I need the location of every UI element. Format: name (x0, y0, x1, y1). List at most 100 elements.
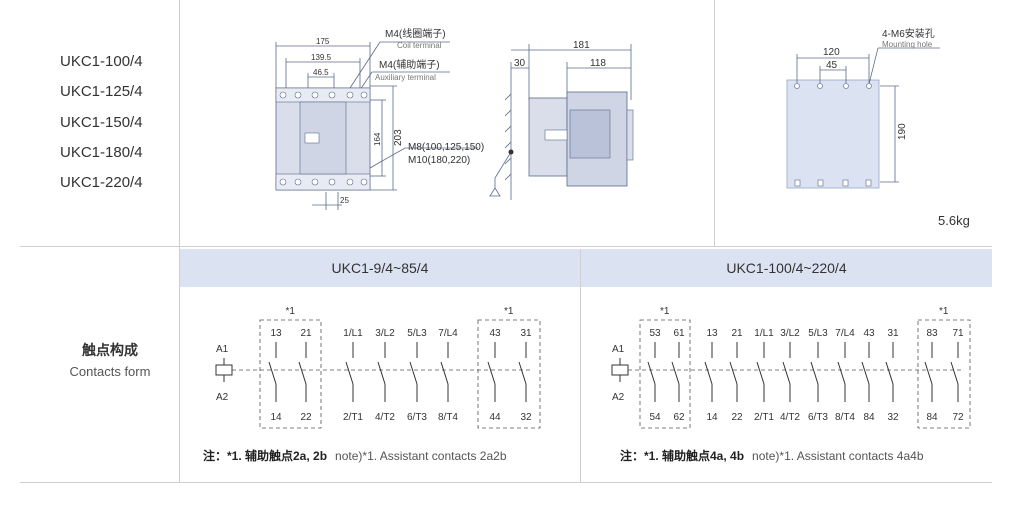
right-title-band (581, 249, 992, 287)
aux-group-marker: *1 (939, 306, 949, 317)
contact-top-label: 53 (649, 328, 661, 339)
aux-group-box (639, 319, 691, 429)
contact-top-label: 21 (300, 328, 312, 339)
contact-top-label: 3/L2 (780, 328, 800, 339)
contact-bottom-label: 4/T2 (375, 412, 395, 423)
aux-group-box (917, 319, 971, 429)
contact-bottom-label: 84 (863, 412, 875, 423)
contact-top-label: 13 (270, 328, 282, 339)
right-note-en: note)*1. Assistant contacts 4a4b (752, 449, 924, 463)
contact-bottom-label: 84 (926, 412, 938, 423)
contact-top-label: 21 (731, 328, 743, 339)
divider-mid-top (714, 0, 715, 246)
aux-terminal-cn: M4(辅助端子) (379, 58, 440, 71)
model-item: UKC1-125/4 (60, 83, 143, 101)
dim-25: 25 (340, 196, 349, 205)
hole-label-en: Mounting hole (882, 40, 933, 49)
contact-bottom-label: 4/T2 (780, 412, 800, 423)
right-note: 注：*1. 辅助触点4a, 4b note)*1. Assistant conta… (620, 447, 924, 464)
front-view-drawing: 175 139.5 46.5 25 164 203 M4(线圈端子) Coil … (275, 27, 484, 210)
contact-blade (409, 361, 418, 385)
contact-top-label: 1/L1 (754, 328, 774, 339)
coil-label-a1: A1 (216, 344, 229, 355)
divider-mid-bottom (580, 249, 581, 482)
contact-bottom-label: 22 (300, 412, 312, 423)
contact-top-label: 31 (887, 328, 899, 339)
contact-top-label: 1/L1 (343, 328, 363, 339)
contact-blade (756, 361, 765, 385)
contact-bottom-label: 54 (649, 412, 661, 423)
left-note-en: note)*1. Assistant contacts 2a2b (335, 449, 507, 463)
aux-group-marker: *1 (660, 306, 670, 317)
contact-blade (782, 361, 791, 385)
contact-blade (671, 361, 680, 385)
contact-blade (518, 361, 527, 385)
contact-bottom-label: 6/T3 (407, 412, 427, 423)
contact-bottom-label: 8/T4 (835, 412, 855, 423)
aux-group-marker: *1 (286, 306, 296, 317)
contact-bottom-label: 32 (520, 412, 532, 423)
coil-label-a2: A2 (612, 392, 625, 403)
contact-top-label: 43 (863, 328, 875, 339)
contact-blade (647, 361, 656, 385)
model-item: UKC1-150/4 (60, 113, 143, 131)
contact-bottom-label: 14 (706, 412, 718, 423)
contact-top-label: 13 (706, 328, 718, 339)
contact-top-label: 71 (952, 328, 964, 339)
contact-bottom-label: 32 (887, 412, 899, 423)
contact-blade (345, 361, 354, 385)
coil-label-a2: A2 (216, 392, 229, 403)
contact-bottom-label: 22 (731, 412, 743, 423)
left-title-band (180, 249, 580, 287)
contact-blade (440, 361, 449, 385)
right-diagram-title: UKC1-100/4~220/4 (726, 260, 847, 276)
contact-blade (729, 361, 738, 385)
contact-top-label: 3/L2 (375, 328, 395, 339)
contact-blade (377, 361, 386, 385)
contact-top-label: 7/L4 (835, 328, 855, 339)
contact-blade (837, 361, 846, 385)
contact-blade (885, 361, 894, 385)
dim-181: 181 (573, 40, 590, 51)
dim-46-5: 46.5 (313, 68, 329, 77)
dim-45: 45 (826, 60, 838, 71)
main-terminal-2: M10(180,220) (408, 155, 470, 166)
contact-blade (861, 361, 870, 385)
dim-139-5: 139.5 (311, 53, 332, 62)
dim-175: 175 (316, 37, 330, 46)
right-note-cn: 注：*1. 辅助触点4a, 4b (620, 449, 745, 463)
contact-bottom-label: 2/T1 (343, 412, 363, 423)
contact-bottom-label: 72 (952, 412, 964, 423)
dim-120: 120 (823, 47, 840, 58)
contact-bottom-label: 2/T1 (754, 412, 774, 423)
contact-top-label: 61 (673, 328, 685, 339)
contact-bottom-label: 14 (270, 412, 282, 423)
contact-bottom-label: 6/T3 (808, 412, 828, 423)
contact-bottom-label: 62 (673, 412, 685, 423)
aux-group-box (477, 319, 541, 429)
aux-terminal-en: Auxiliary terminal (375, 73, 436, 82)
contact-blade (298, 361, 307, 385)
main-terminal-1: M8(100,125,150) (408, 142, 484, 153)
mounting-view-drawing: 4-M6安装孔 Mounting hole 120 45 190 (786, 27, 940, 189)
aux-group-marker: *1 (504, 306, 514, 317)
divider-bottom (20, 482, 992, 483)
coil-label-a1: A1 (612, 344, 625, 355)
contacts-label-cn: 触点构成 (82, 342, 138, 358)
contact-top-label: 31 (520, 328, 532, 339)
divider-top (20, 246, 992, 247)
contact-bottom-label: 44 (489, 412, 501, 423)
contact-top-label: 5/L3 (407, 328, 427, 339)
contact-blade (704, 361, 713, 385)
dim-203: 203 (393, 129, 404, 146)
left-diagram-title: UKC1-9/4~85/4 (331, 260, 429, 276)
model-item: UKC1-100/4 (60, 53, 143, 70)
contacts-label-en: Contacts form (69, 364, 151, 379)
divider-left (179, 0, 180, 482)
contact-blade (950, 361, 959, 385)
dim-164: 164 (373, 132, 382, 146)
coil-terminal-cn: M4(线圈端子) (385, 27, 446, 40)
side-view-drawing: 181 118 30 (489, 40, 634, 200)
